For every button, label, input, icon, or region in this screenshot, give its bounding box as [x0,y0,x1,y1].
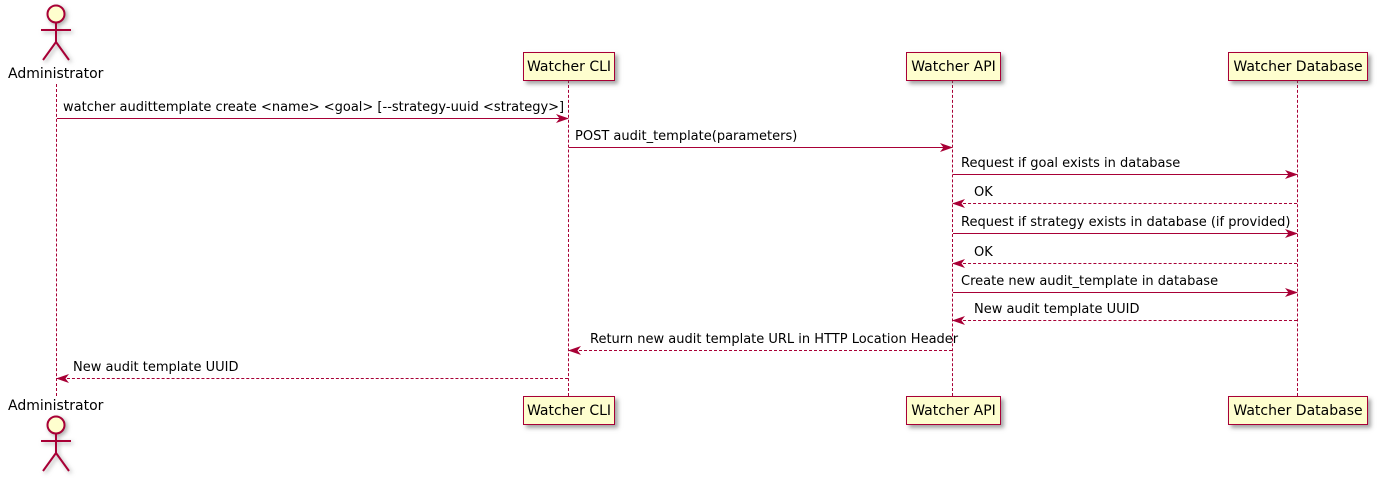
message-label: watcher audittemplate create <name> <goa… [63,100,565,115]
arrowhead-right-icon [1285,288,1298,297]
message-label: New audit template UUID [974,302,1140,317]
message-label: New audit template UUID [73,360,239,375]
participant-watcher-api-top: Watcher API [906,52,1001,81]
arrowhead-right-icon [556,114,569,123]
message-label: Return new audit template URL in HTTP Lo… [590,332,959,347]
arrowhead-left-icon [952,316,965,325]
participant-watcher-database-top: Watcher Database [1228,52,1368,81]
administrator-actor-icon [41,415,71,472]
lifeline-watcher-database [1297,80,1298,396]
lifeline-watcher-api [952,80,953,396]
arrowhead-left-icon [952,259,965,268]
message-label: POST audit_template(parameters) [575,129,798,144]
administrator-label-top: Administrator [8,66,104,82]
participant-watcher-cli-top: Watcher CLI [523,52,615,81]
message-arrow-7: Create new audit_template in database [953,273,1298,297]
administrator-label-bottom: Administrator [8,398,104,414]
lifeline-administrator [56,84,57,396]
arrowhead-left-icon [952,199,965,208]
message-arrow-1: watcher audittemplate create <name> <goa… [57,99,569,123]
message-arrow-3: Request if goal exists in database [953,155,1298,179]
participant-watcher-cli-bottom: Watcher CLI [523,396,615,425]
arrowhead-right-icon [940,143,953,152]
message-arrow-9: Return new audit template URL in HTTP Lo… [568,331,958,355]
administrator-actor-icon [41,4,71,61]
message-arrow-2: POST audit_template(parameters) [569,128,953,152]
message-label: Request if goal exists in database [961,156,1181,171]
message-arrow-10: New audit template UUID [56,359,568,383]
message-label: OK [974,245,993,260]
message-arrow-6: OK [952,244,1297,268]
arrowhead-right-icon [1285,170,1298,179]
message-arrow-4: OK [952,184,1297,208]
arrowhead-right-icon [1285,229,1298,238]
message-arrow-5: Request if strategy exists in database (… [953,214,1298,238]
message-label: Request if strategy exists in database (… [961,215,1291,230]
arrowhead-left-icon [56,374,69,383]
message-label: Create new audit_template in database [961,274,1219,289]
lifeline-watcher-cli [568,80,569,396]
message-arrow-8: New audit template UUID [952,301,1297,325]
arrowhead-left-icon [568,346,581,355]
participant-watcher-api-bottom: Watcher API [906,396,1001,425]
participant-watcher-database-bottom: Watcher Database [1228,396,1368,425]
message-label: OK [974,185,993,200]
